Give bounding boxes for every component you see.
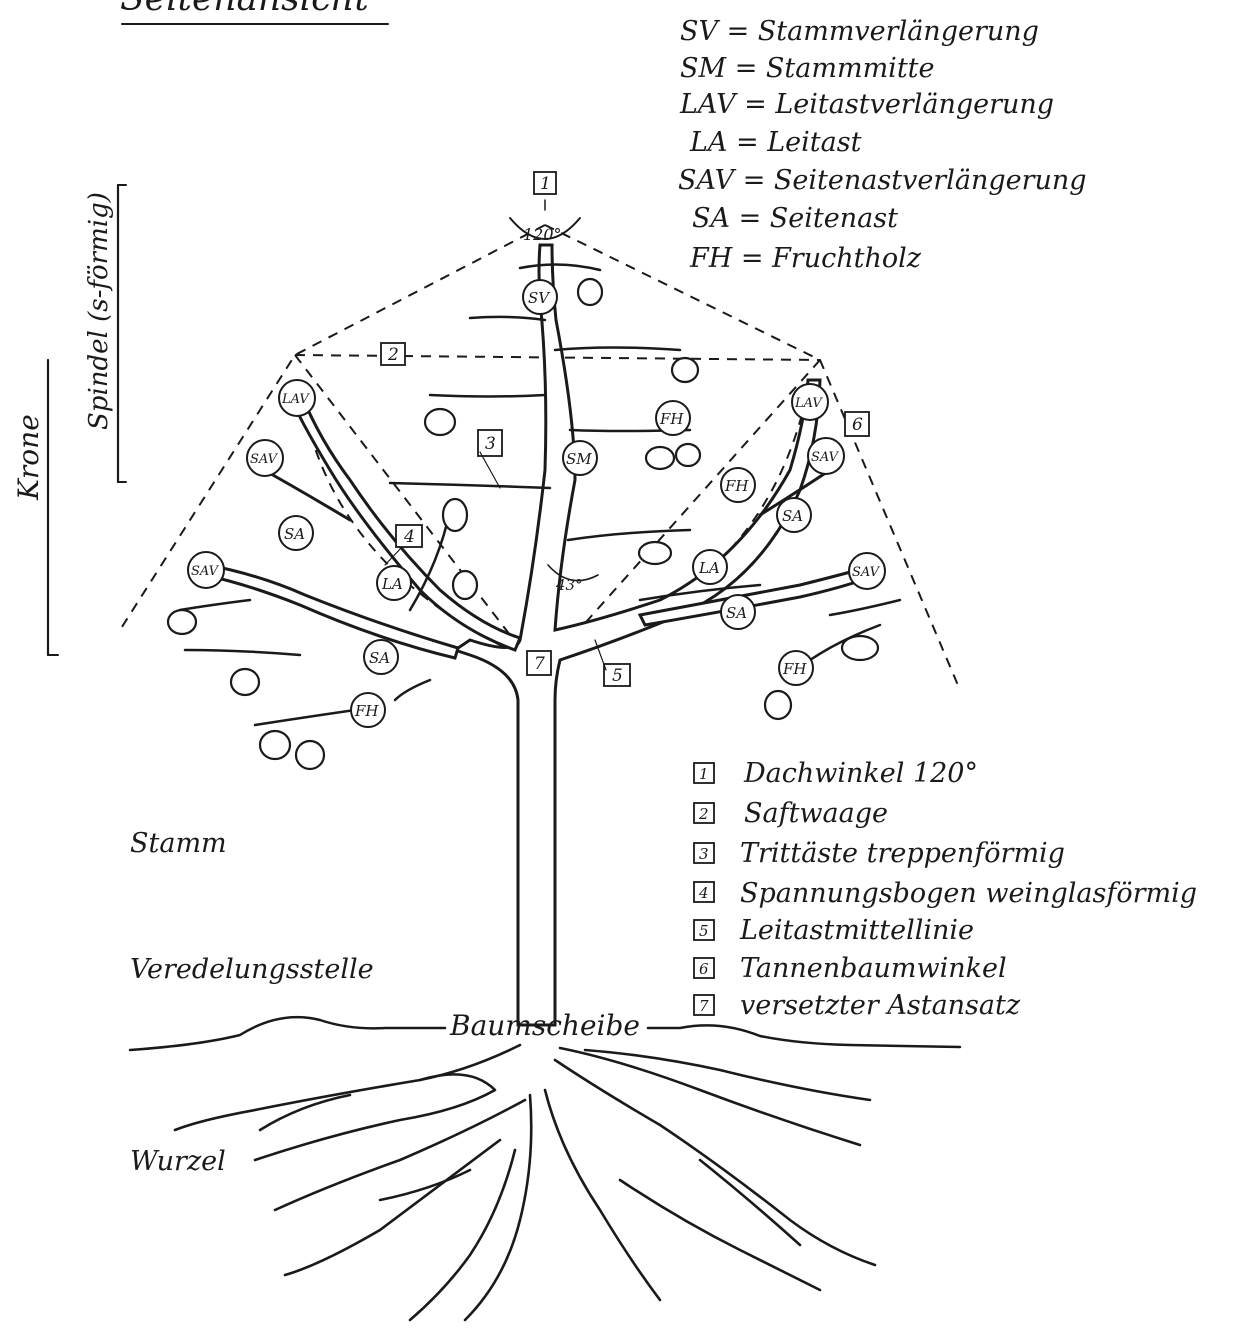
legend-item-7: versetzter Astansatz [740,990,1021,1021]
twig-top-left [470,317,545,320]
legend-num-3: 3 [699,845,709,863]
box-5-text: 5 [612,666,623,686]
box-1-text: 1 [540,174,551,194]
fruit [842,636,878,660]
twig-left-lower [185,650,300,655]
legend-num-5: 5 [699,922,709,940]
fruit [168,610,196,634]
fruit [443,499,467,531]
wurzel-label: Wurzel [130,1146,226,1177]
twig-right-sav [830,600,900,615]
fruit [296,741,324,769]
krone-label: Krone [12,414,45,501]
marker-sa-left-upper-text: SA [284,525,305,543]
marker-fh-top-right-text: FH [659,410,684,428]
legend-item-5: Leitastmittellinie [739,915,974,946]
fruit [231,669,259,695]
fruit [260,731,290,759]
box-3-leader [480,452,500,488]
box-6-text: 6 [852,415,863,435]
twig-left-fh [395,680,430,700]
marker-la-right-text: LA [698,559,720,577]
legend-num-2: 2 [698,805,709,823]
marker-fh-right-lower-text: FH [782,660,807,678]
box-4-text: 4 [403,527,415,547]
marker-sav-left-upper-text: SAV [250,452,279,467]
marker-sa-right-upper-text: SA [782,507,803,525]
marker-sav-left-lower-text: SAV [191,564,220,579]
ground-line-left [130,1017,445,1050]
veredelung-label: Veredelungsstelle [130,954,374,985]
root [700,1160,800,1245]
root [560,1048,860,1145]
twig-near-top [520,264,600,270]
marker-sa-left-lower-text: SA [369,649,390,667]
marker-fh-right-mid-text: FH [724,477,749,495]
root [555,1060,875,1265]
fruit [453,571,477,599]
abbreviation-key: SV = Stammverlängerung SM = Stammmitte L… [678,16,1087,274]
twig-mid-left [430,395,545,397]
legend-item-2: Saftwaage [744,798,888,829]
twig-left-bottom [255,710,355,725]
legend-item-6: Tannenbaumwinkel [740,953,1007,984]
legend-item-4: Spannungsbogen weinglasförmig [740,878,1197,909]
abbr-fh: FH = Fruchtholz [689,243,922,274]
legend-num-7: 7 [699,997,709,1015]
marker-sm-text: SM [566,450,592,468]
spindel-label: Spindel (s-förmig) [84,192,114,430]
marker-lav-left-text: LAV [281,392,310,407]
root [585,1050,870,1100]
box-3-text: 3 [485,434,496,454]
legend-item-1: Dachwinkel 120° [743,758,978,789]
marker-sav-right-lower-text: SAV [852,565,881,580]
twig-trittast-left [390,483,550,488]
root [175,1045,520,1130]
legend-num-4: 4 [698,884,709,902]
crown-outline-left [120,225,545,630]
marker-lav-right-text: LAV [794,396,823,411]
abbr-sav: SAV = Seitenastverlängerung [678,165,1087,196]
twig-top-right [555,348,680,351]
marker-sa-right-lower-text: SA [726,604,747,622]
fruit [425,409,455,435]
legend-num-1: 1 [699,765,709,783]
legend-item-3: Trittäste treppenförmig [740,838,1065,869]
marker-la-left-text: LA [381,575,403,593]
abbr-sm: SM = Stammmitte [680,53,935,84]
root [465,1095,531,1320]
marker-fh-left-text: FH [354,702,379,720]
roots [175,1045,875,1320]
ground-line-right [648,1025,960,1047]
root [285,1140,500,1275]
box-2-text: 2 [387,345,399,365]
box-7-text: 7 [534,654,545,674]
stamm-label: Stamm [130,828,227,859]
fruit [672,358,698,382]
abbr-sa: SA = Seitenast [692,203,898,234]
abbr-sv: SV = Stammverlängerung [680,16,1039,47]
marker-sv-text: SV [528,289,551,307]
abbr-lav: LAV = Leitastverlängerung [679,89,1054,120]
fruit [646,447,674,469]
abbr-la: LA = Leitast [689,127,862,158]
baumscheibe-label: Baumscheibe [449,1009,640,1042]
root [275,1100,525,1210]
fruit [676,444,700,466]
twig-left-sav [180,600,250,610]
title-fragment: Seitenansicht [120,0,369,19]
top-angle-label: 120° [523,225,562,244]
fruit [765,691,791,719]
inner-angle-label: 43° [555,576,583,594]
legend-num-6: 6 [699,960,709,978]
numbered-legend: 1 Dachwinkel 120° 2 Saftwaage 3 Trittäst… [694,758,1197,1021]
fruit [578,279,602,305]
root [410,1150,515,1320]
twig-lower-right [568,530,690,540]
fruit [639,542,671,564]
marker-sav-right-upper-text: SAV [811,450,840,465]
